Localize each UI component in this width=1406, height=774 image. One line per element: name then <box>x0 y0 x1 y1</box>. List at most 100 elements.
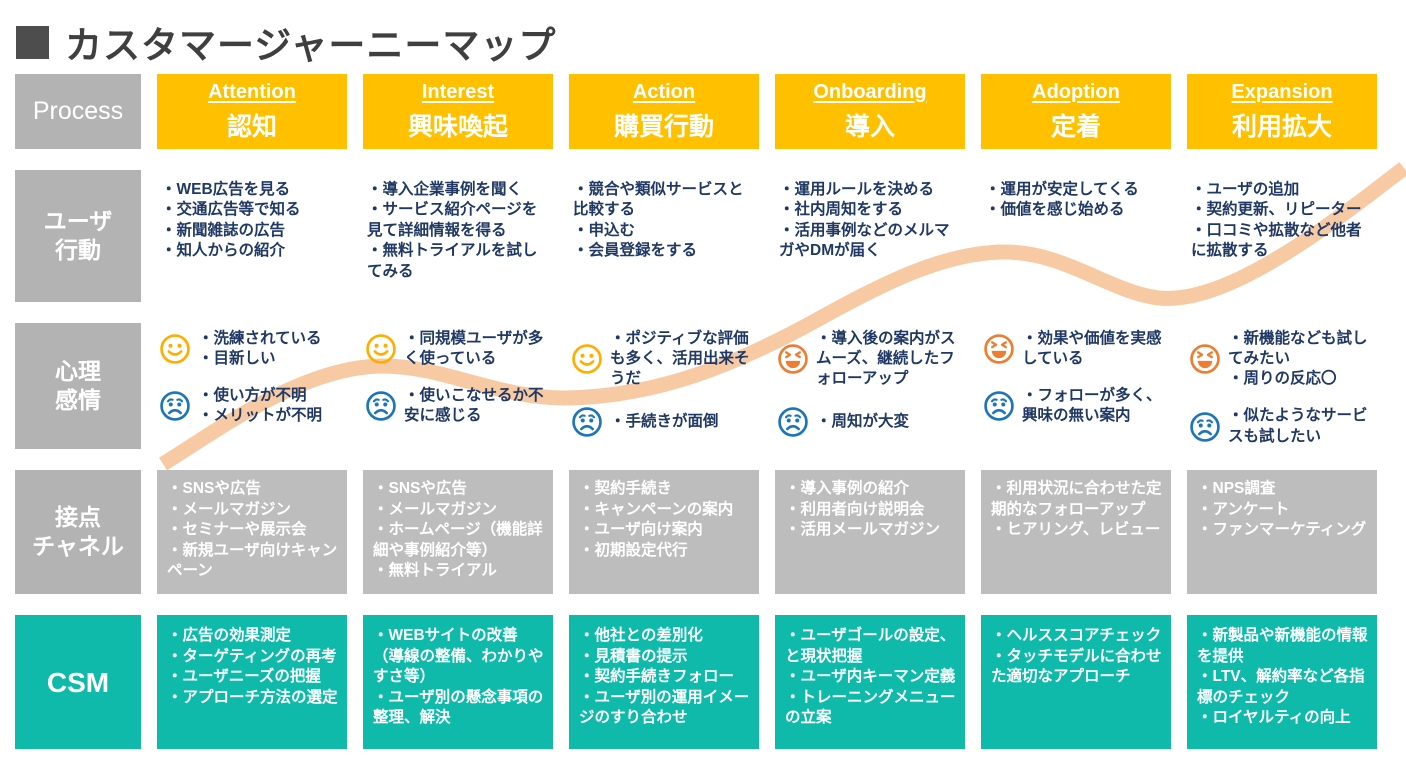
bullet-item: ・メールマガジン <box>373 500 498 518</box>
face-worried-icon <box>1189 411 1221 443</box>
bullet-item: ・広告の効果測定 <box>167 627 292 644</box>
bullet-item: ・会員登録をする <box>573 242 698 260</box>
stage-name-ja: 定着 <box>1050 112 1101 141</box>
bullet-item: ・活用メールマガジン <box>785 521 941 539</box>
emotion-cell-onboarding: ・導入後の案内がスムーズ、継続したフォローアップ ・周知が大変 <box>775 323 965 449</box>
page-title: カスタマージャーニーマップ <box>65 25 557 66</box>
bullet-item: ・LTV、解約率など各指標のチェック <box>1197 668 1365 706</box>
stage-name-en: Expansion <box>1231 80 1333 103</box>
emotion-text: ・効果や価値を実感している <box>1022 329 1171 369</box>
positive-emotion-item: ・同規模ユーザが多く使っている <box>365 329 553 369</box>
bullet-item: ・フォローが多く、興味の無い案内 <box>1022 387 1162 425</box>
bullet-item: ・周りの反応〇 <box>1228 370 1337 388</box>
title-row: カスタマージャーニーマップ <box>0 0 1406 70</box>
negative-emotion-item: ・周知が大変 <box>777 406 965 438</box>
user-action-cell-onboarding: ・運用ルールを決める・社内周知をする・活用事例などのメルマガやDMが届く <box>775 170 965 302</box>
user-action-cell-interest: ・導入企業事例を聞く・サービス紹介ページを見て詳細情報を得る・無料トライアルを試… <box>363 170 553 302</box>
bullet-item: ・ポジティブな評価も多く、活用出来そうだ <box>610 330 750 388</box>
bullet-item: ・ロイヤルティの向上 <box>1197 709 1351 727</box>
stage-name-ja: 導入 <box>844 112 895 141</box>
emotion-cell-action: ・ポジティブな評価も多く、活用出来そうだ ・手続きが面倒 <box>569 323 759 449</box>
bullet-item: ・ユーザゴールの設定、と現状把握 <box>785 627 956 665</box>
user-action-cell-adoption: ・運用が安定してくる・価値を感じ始める <box>981 170 1171 302</box>
emotion-text: ・新機能なども試してみたい・周りの反応〇 <box>1228 329 1377 389</box>
bullet-item: ・新規ユーザ向けキャンペーン <box>167 541 338 580</box>
negative-emotion-item: ・似たようなサービスも試したい <box>1189 406 1377 446</box>
bullet-item: ・ユーザニーズの把握 <box>167 668 321 686</box>
stage-name-en: Action <box>632 80 696 103</box>
bullet-item: ・新聞雑誌の広告 <box>161 221 286 239</box>
bullet-item: ・運用ルールを決める <box>779 181 935 198</box>
negative-emotion-item: ・使いこなせるか不安に感じる <box>365 386 553 426</box>
bullet-item: ・価値を感じ始める <box>985 201 1125 219</box>
bullet-item: ・ヒアリング、レビュー <box>991 521 1161 539</box>
bullet-item: ・洗練されている <box>198 330 322 347</box>
user-action-cell-attention: ・WEB広告を見る・交通広告等で知る・新聞雑誌の広告・知人からの紹介 <box>157 170 347 302</box>
bullet-item: ・同規模ユーザが多く使っている <box>404 330 544 368</box>
bullet-item: ・ホームページ（機能詳細や事例紹介等） <box>373 521 543 559</box>
csm-cell-onboarding: ・ユーザゴールの設定、と現状把握・ユーザ内キーマン定義・トレーニングメニューの立… <box>775 615 965 749</box>
stage-header-adoption: Adoption 定着 <box>981 74 1171 149</box>
bullet-item: ・社内周知をする <box>779 201 904 219</box>
bullet-item: ・ユーザ内キーマン定義 <box>785 668 956 686</box>
bullet-item: ・SNSや広告 <box>373 480 467 497</box>
stage-name-en: Interest <box>421 80 495 103</box>
stage-name-en: Adoption <box>1032 80 1120 103</box>
bullet-item: ・知人からの紹介 <box>161 242 286 260</box>
stage-name-en: Onboarding <box>813 80 927 103</box>
bullet-item: ・利用状況に合わせた定期的なフォローアップ <box>991 480 1162 518</box>
emotion-text: ・似たようなサービスも試したい <box>1228 406 1377 446</box>
bullet-item: ・契約手続き <box>579 480 673 497</box>
user-action-cell-expansion: ・ユーザの追加・契約更新、リピーター・口コミや拡散など他者に拡散する <box>1187 170 1377 302</box>
face-worried-icon <box>777 406 809 438</box>
positive-emotion-item: ・効果や価値を実感している <box>983 329 1171 369</box>
emotion-text: ・使いこなせるか不安に感じる <box>404 386 553 426</box>
csm-cell-expansion: ・新製品や新機能の情報を提供・LTV、解約率など各指標のチェック・ロイヤルティの… <box>1187 615 1377 749</box>
stage-header-action: Action 購買行動 <box>569 74 759 149</box>
stage-name-ja: 利用拡大 <box>1231 112 1332 141</box>
emotion-text: ・使い方が不明・メリットが不明 <box>198 386 322 426</box>
bullet-item: ・ターゲティングの再考 <box>167 647 337 665</box>
bullet-item: ・ヘルススコアチェック <box>991 627 1162 644</box>
bullet-item: ・導入後の案内がスムーズ、継続したフォローアップ <box>816 330 956 388</box>
positive-emotion-item: ・導入後の案内がスムーズ、継続したフォローアップ <box>777 329 965 389</box>
bullet-item: ・サービス紹介ページを見て詳細情報を得る <box>367 201 538 239</box>
negative-emotion-item: ・フォローが多く、興味の無い案内 <box>983 386 1171 426</box>
face-worried-icon <box>983 390 1015 422</box>
bullet-item: ・ユーザ別の運用イメージのすり合わせ <box>579 688 750 727</box>
emotion-text: ・同規模ユーザが多く使っている <box>404 329 553 369</box>
bullet-item: ・新製品や新機能の情報を提供 <box>1197 627 1368 665</box>
stage-name-ja: 購買行動 <box>613 112 714 141</box>
bullet-item: ・周知が大変 <box>816 413 910 431</box>
stage-header-onboarding: Onboarding 導入 <box>775 74 965 149</box>
bullet-item: ・ユーザの追加 <box>1191 181 1300 198</box>
bullet-item: ・見積書の提示 <box>579 647 688 665</box>
emotion-text: ・周知が大変 <box>816 412 909 432</box>
emotion-curve-path <box>159 162 1406 471</box>
face-worried-icon <box>159 390 191 422</box>
bullet-item: ・似たようなサービスも試したい <box>1228 407 1368 445</box>
bullet-item: ・運用が安定してくる <box>985 181 1139 198</box>
face-happy-icon <box>571 343 603 375</box>
bullet-item: ・他社との差別化 <box>579 627 703 644</box>
bullet-item: ・交通広告等で知る <box>161 201 301 219</box>
bullet-item: ・導入企業事例を聞く <box>367 181 523 198</box>
bullet-item: ・メールマガジン <box>167 500 292 518</box>
negative-emotion-item: ・手続きが面倒 <box>571 406 759 438</box>
face-happy-icon <box>365 333 397 365</box>
face-worried-icon <box>571 406 603 438</box>
touchpoint-cell-adoption: ・利用状況に合わせた定期的なフォローアップ・ヒアリング、レビュー <box>981 470 1171 594</box>
face-happy-icon <box>159 333 191 365</box>
touchpoint-cell-attention: ・SNSや広告・メールマガジン・セミナーや展示会・新規ユーザ向けキャンペーン <box>157 470 347 594</box>
positive-emotion-item: ・新機能なども試してみたい・周りの反応〇 <box>1189 329 1377 389</box>
process-label: Process <box>15 74 141 149</box>
emotion-cell-adoption: ・効果や価値を実感している ・フォローが多く、興味の無い案内 <box>981 323 1171 449</box>
bullet-item: ・契約更新、リピーター <box>1191 201 1362 219</box>
stage-name-ja: 興味喚起 <box>407 112 508 141</box>
touchpoint-cell-expansion: ・NPS調査・アンケート・ファンマーケティング <box>1187 470 1377 594</box>
emotion-cell-expansion: ・新機能なども試してみたい・周りの反応〇 ・似たようなサービスも試したい <box>1187 323 1377 449</box>
emotion-cell-attention: ・洗練されている・目新しい ・使い方が不明・メリットが不明 <box>157 323 347 449</box>
positive-emotion-item: ・洗練されている・目新しい <box>159 329 347 369</box>
